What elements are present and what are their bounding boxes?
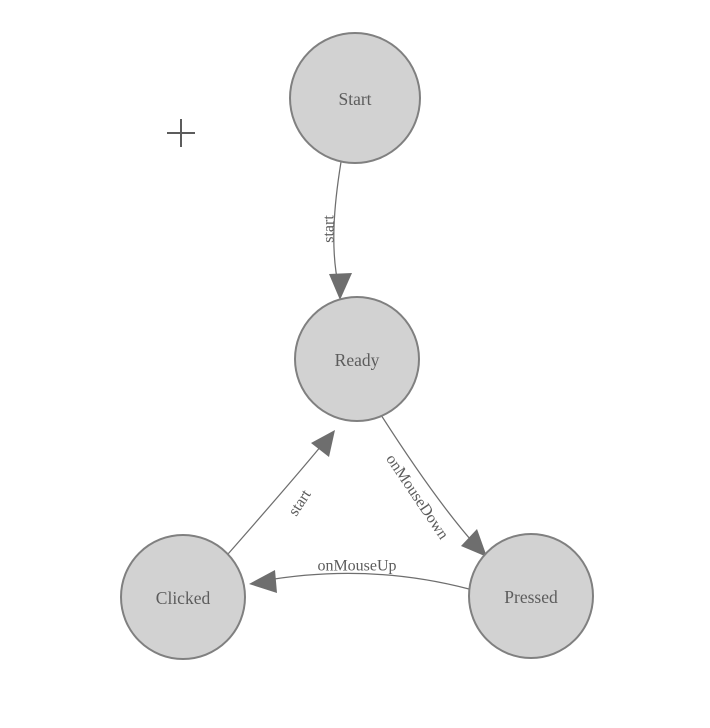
edge-path-start-to-ready xyxy=(333,161,342,289)
node-clicked-circle[interactable] xyxy=(120,534,246,660)
edge-path-pressed-to-clicked xyxy=(261,572,470,590)
node-start-circle[interactable] xyxy=(289,32,421,164)
edge-path-clicked-to-ready xyxy=(227,439,327,555)
node-pressed-circle[interactable] xyxy=(468,533,594,659)
node-clicked[interactable]: Clicked xyxy=(120,534,246,660)
edge-label-pressed-to-clicked: onMouseUp xyxy=(317,558,396,575)
node-pressed[interactable]: Pressed xyxy=(468,533,594,659)
edge-ready-to-pressed[interactable] xyxy=(380,414,487,557)
edge-pressed-to-clicked[interactable] xyxy=(249,570,470,593)
edge-start-to-ready[interactable] xyxy=(329,161,352,300)
node-ready-circle[interactable] xyxy=(294,296,420,422)
arrowhead-into-clicked xyxy=(249,570,277,593)
edge-path-ready-to-pressed xyxy=(380,414,479,549)
crosshair-icon[interactable] xyxy=(167,119,195,147)
arrowhead-into-ready-bottom xyxy=(311,430,335,457)
edge-label-ready-to-pressed: onMouseDown xyxy=(382,451,451,542)
arrowhead-into-ready-top xyxy=(329,273,352,300)
node-ready[interactable]: Ready xyxy=(294,296,420,422)
arrowhead-into-pressed xyxy=(461,529,487,557)
edge-clicked-to-ready[interactable] xyxy=(227,430,335,555)
node-start[interactable]: Start xyxy=(289,32,421,164)
edge-label-clicked-to-ready: start xyxy=(285,486,315,519)
